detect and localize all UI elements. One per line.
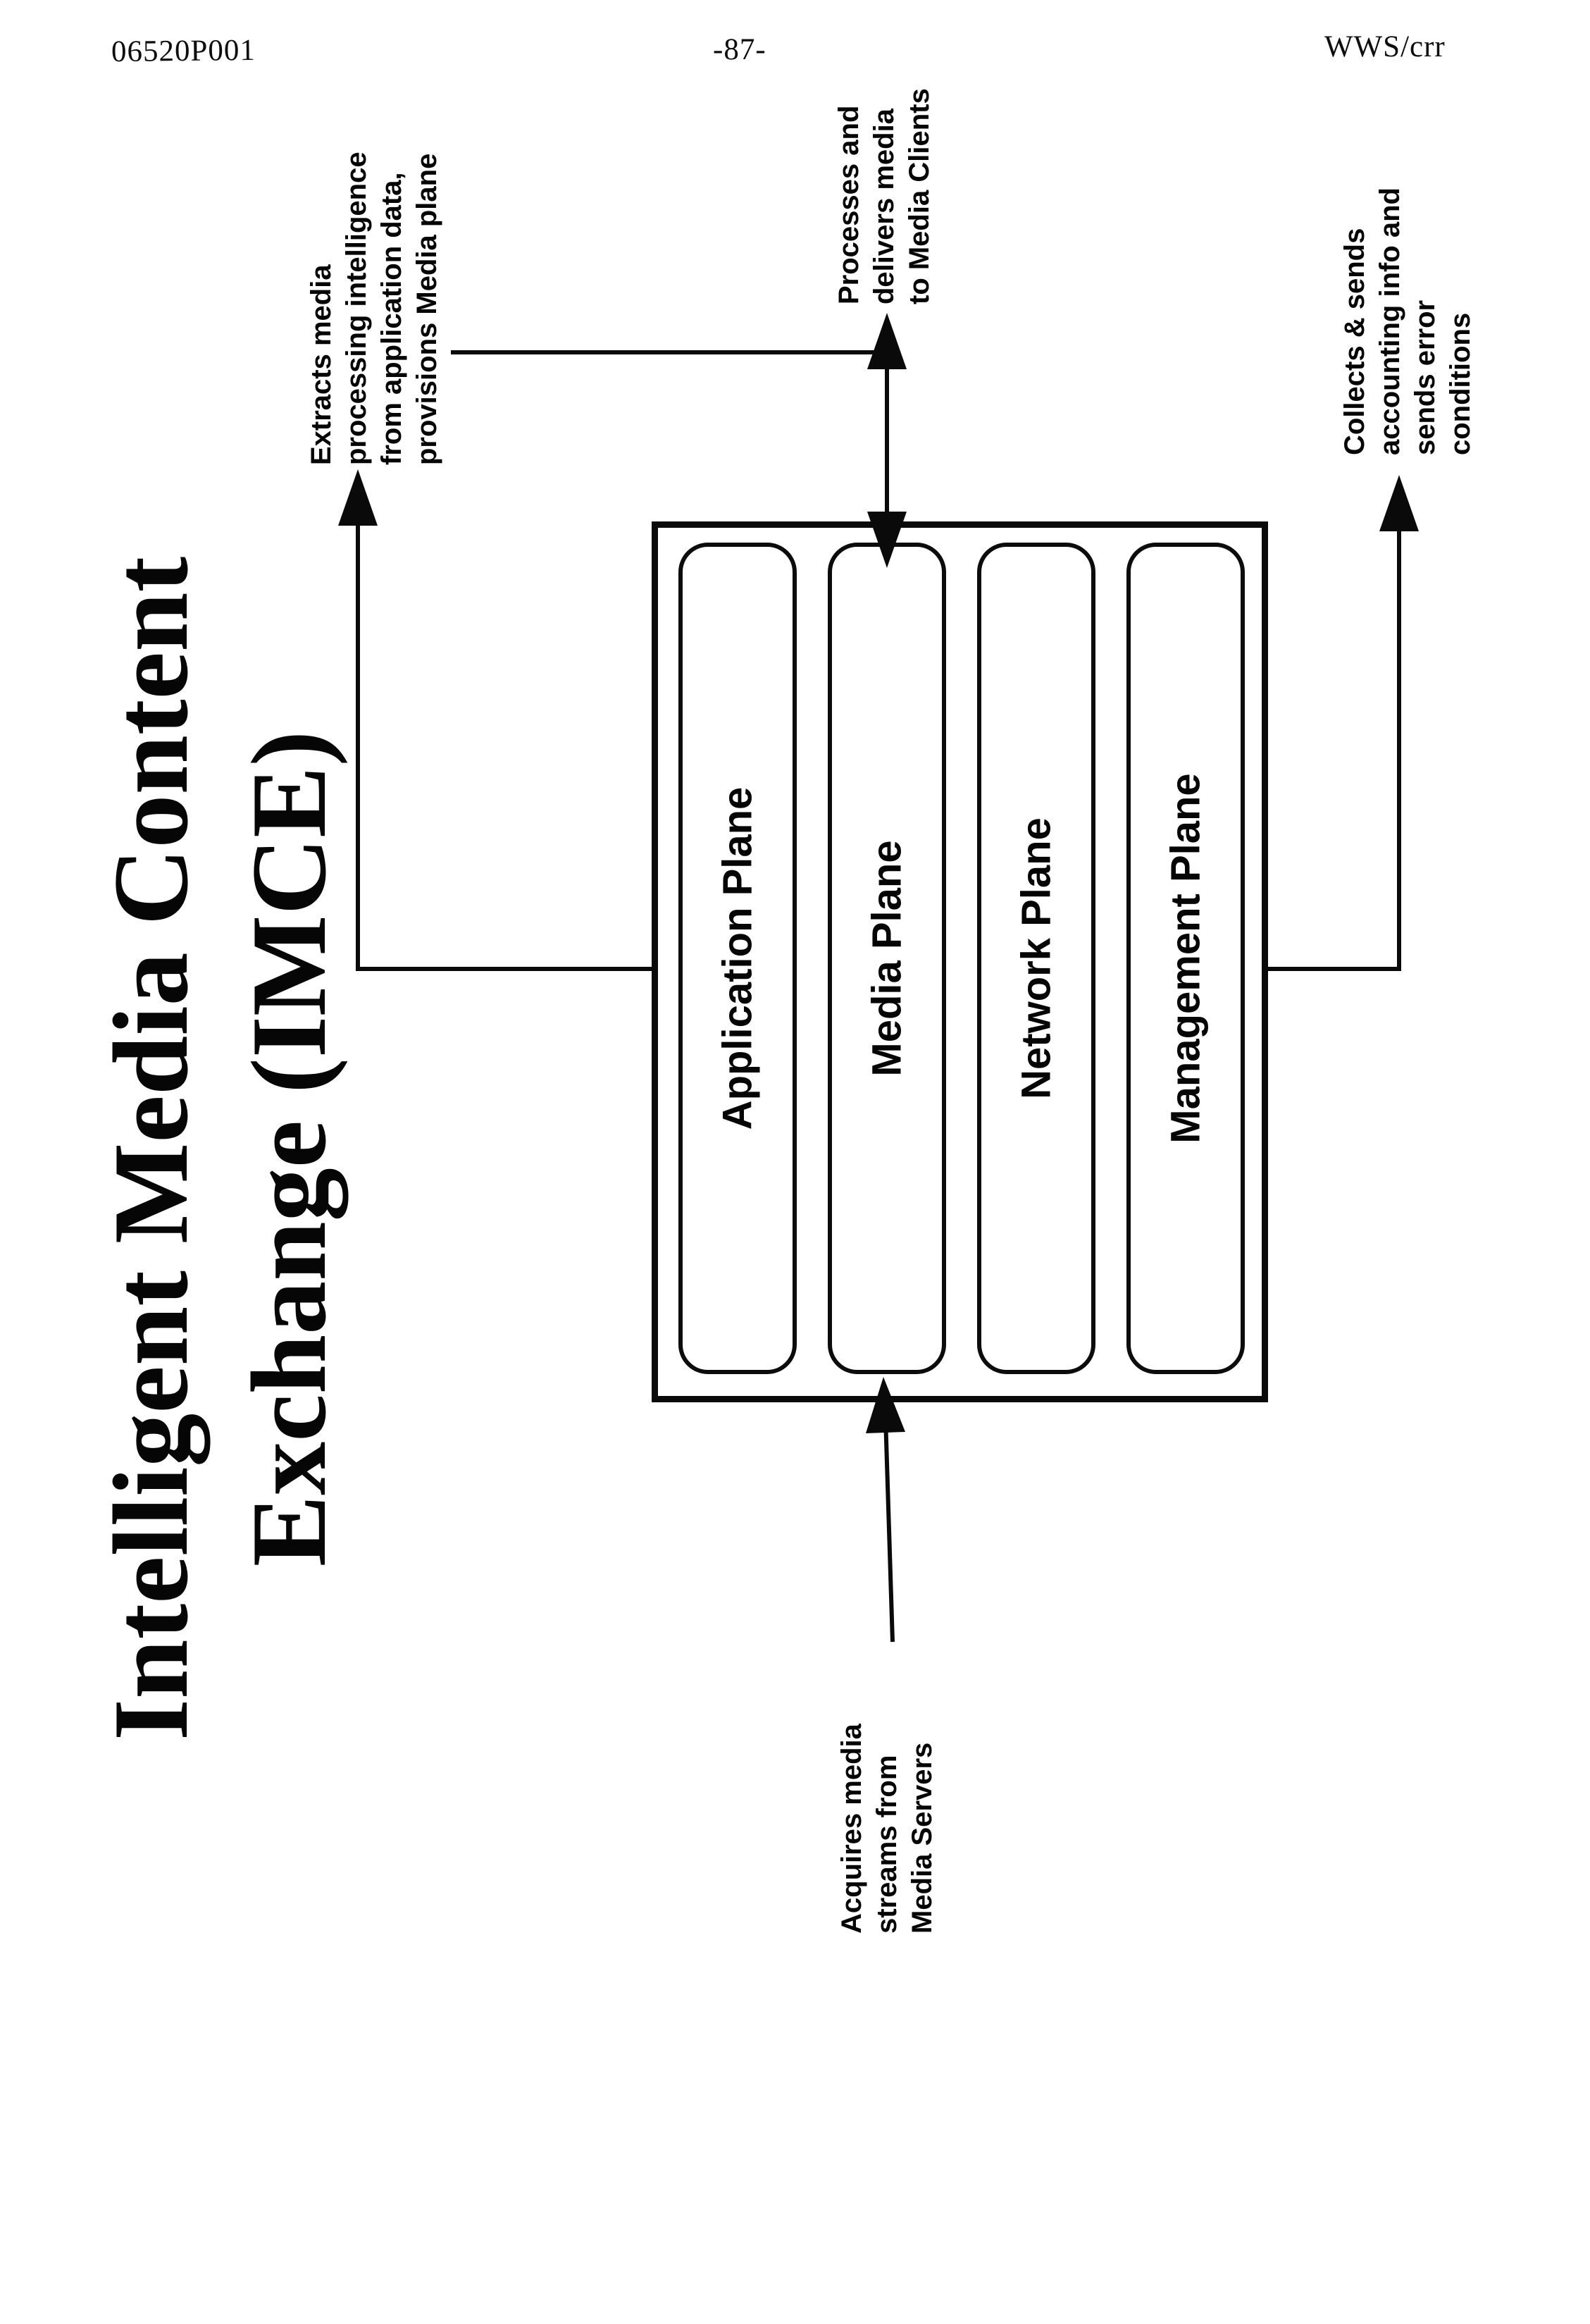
arrow-acquires-into-media-plane [866,1377,905,1643]
arrow-down-into-media-plane [867,352,907,568]
application-plane-box: Application Plane [678,543,797,1374]
media-plane-box: Media Plane [828,543,946,1374]
imce-box: Application Plane Media Plane Network Pl… [652,521,1268,1402]
arrow-management-to-collects [1268,475,1419,971]
page-number: -87- [713,33,766,66]
arrow-application-to-extracts [338,469,652,971]
arrow-up-to-delivers [867,313,907,369]
attorney-initials: WWS/crr [1324,30,1446,63]
management-plane-box: Management Plane [1126,543,1245,1374]
network-plane-box: Network Plane [977,543,1095,1374]
